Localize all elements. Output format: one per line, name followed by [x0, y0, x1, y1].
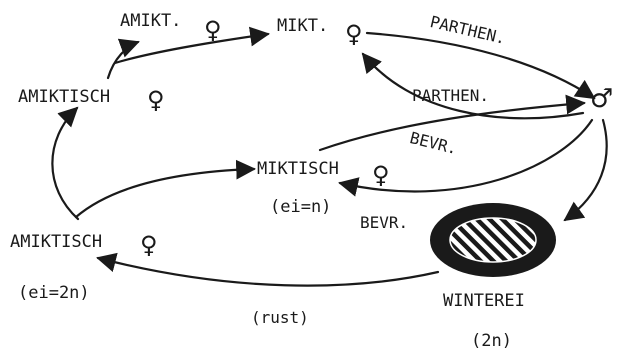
edge-label-bevr-lower: BEVR. [360, 213, 409, 232]
edge-label-rust: (rust) [251, 308, 309, 327]
node-amiktisch-bottom-ploidy: (ei=2n) [18, 283, 90, 303]
arrow-amiktisch-left-to-mikt [113, 26, 270, 65]
node-winterei-ploidy: (2n) [471, 331, 512, 351]
female-symbol-icon: ♀ [147, 86, 165, 114]
node-amiktisch-bottom-label: AMIKTISCH [10, 232, 103, 252]
female-symbol-icon: ♀ [204, 16, 222, 44]
arrow-male-to-miktisch [338, 118, 594, 197]
arrow-mikt-to-male [365, 31, 596, 100]
arrow-male-to-winterei [563, 118, 608, 222]
node-winterei-label: WINTEREI [443, 291, 525, 311]
node-miktisch-ploidy: (ei=n) [270, 197, 332, 217]
edge-label-parthen-middle: PARTHEN. [412, 86, 490, 105]
arrow-amiktisch-left-to-amikt [106, 38, 140, 80]
node-amiktisch-left-label: AMIKTISCH [18, 87, 111, 107]
node-mikt-label: MIKT. [277, 16, 329, 36]
arrow-miktisch-to-male [318, 94, 586, 152]
male-symbol-icon: ♂ [590, 84, 614, 114]
female-symbol-icon: ♀ [345, 20, 363, 48]
winterei-egg-inner [449, 217, 537, 263]
node-miktisch-label: MIKTISCH [257, 159, 339, 179]
female-symbol-icon: ♀ [140, 231, 158, 259]
arrow-amiktisch-bottom-to-left [51, 106, 80, 221]
female-symbol-icon: ♀ [372, 161, 390, 189]
arrow-winterei-to-amiktisch-bottom [96, 252, 440, 287]
arrow-male-to-mikt [361, 52, 585, 120]
node-amikt-label: AMIKT. [120, 11, 182, 31]
arrow-amiktisch-bottom-to-miktisch [74, 159, 256, 219]
